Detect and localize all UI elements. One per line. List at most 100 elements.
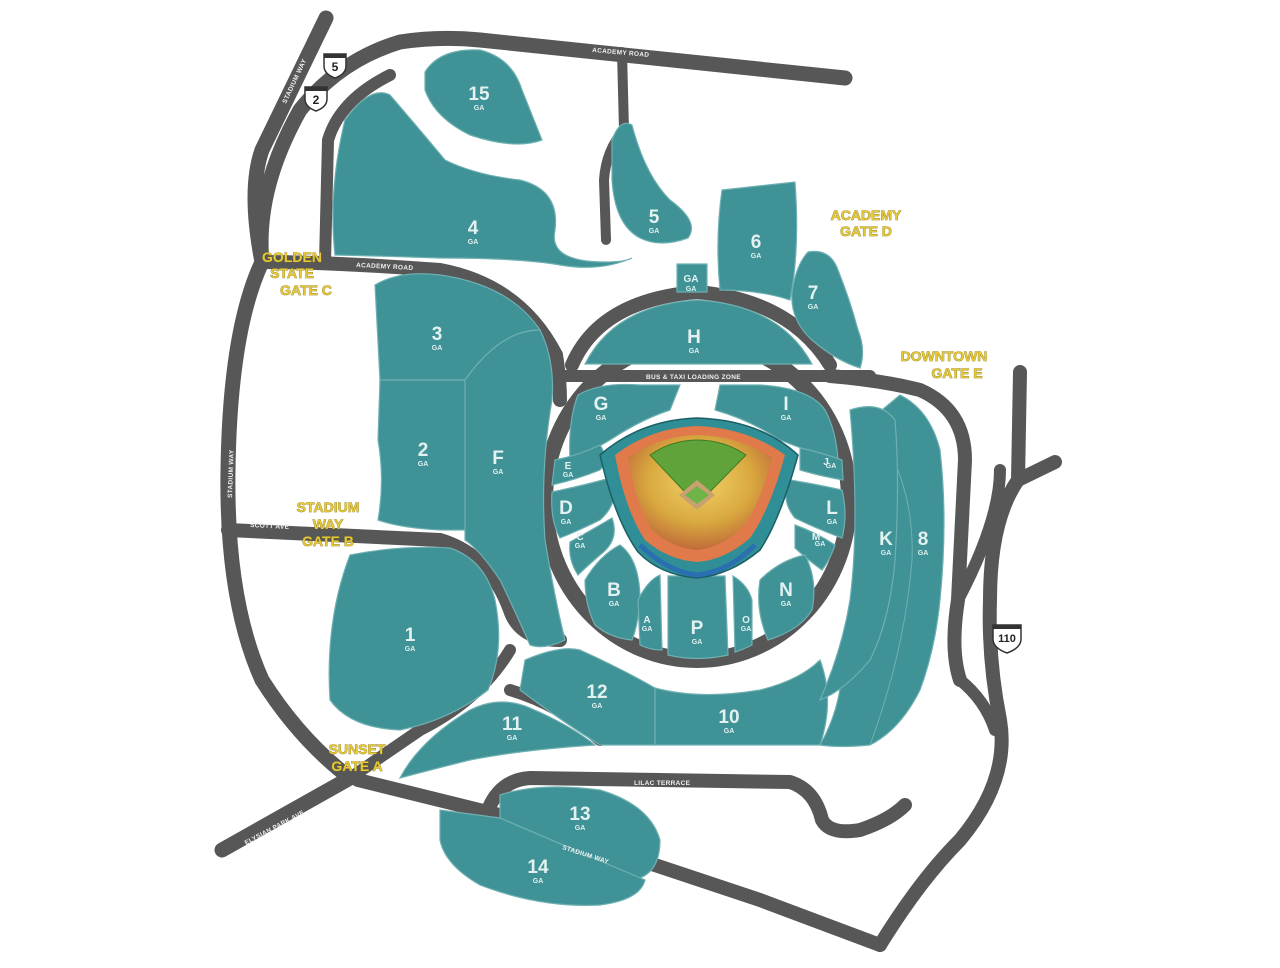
road-lilac-terrace[interactable] (481, 771, 912, 839)
lot-7-area[interactable] (791, 250, 864, 369)
lot-m-sub: GA (815, 541, 826, 548)
lot-15-area[interactable] (424, 49, 543, 145)
road-academy-mid[interactable] (255, 255, 567, 407)
lot-10-area[interactable] (654, 658, 829, 746)
gate-labels: GOLDEN STATE GATE C ACADEMY GATE D DOWNT… (262, 207, 988, 775)
lot-a-sub: GA (642, 626, 653, 633)
road-network (214, 10, 1062, 952)
stadium-field-grass (649, 439, 747, 506)
lot-6-label: 6 (751, 232, 762, 253)
road-label-academy-mid: ACADEMY ROAD (356, 262, 414, 272)
stadium-lower-blue-seats (638, 543, 757, 578)
lot-10-label: 10 (718, 707, 739, 728)
parking-lots (328, 49, 945, 906)
lot-2-label: 2 (418, 440, 429, 461)
lot-p-area[interactable] (667, 575, 729, 660)
lot-15-sub: GA (474, 105, 485, 112)
lot-1-area[interactable] (328, 546, 500, 731)
lot-o-sub: GA (741, 626, 752, 633)
lot-5-area[interactable] (611, 122, 692, 244)
road-label-bus-taxi: BUS & TAXI LOADING ZONE (646, 374, 741, 381)
lot-labels: 15 GA 4 GA 5 GA 6 GA 7 GA GA GA H GA 3 G… (405, 84, 929, 885)
lot-4-sub: GA (468, 239, 479, 246)
lot-o-area[interactable] (732, 574, 753, 653)
lot-m-label: M (812, 532, 820, 543)
lot-j-area[interactable] (799, 447, 844, 481)
lot-11-sub: GA (507, 735, 518, 742)
gate-sunset-line2: GATE A (331, 758, 382, 774)
lot-e-sub: GA (563, 472, 574, 479)
lot-a-label: A (643, 615, 650, 626)
lot-5-label: 5 (649, 207, 660, 228)
lot-10-sub: GA (724, 728, 735, 735)
lot-b-sub: GA (609, 601, 620, 608)
lot-ga-top-area[interactable] (676, 263, 708, 293)
lot-13-label: 13 (569, 804, 590, 825)
gate-downtown[interactable]: DOWNTOWN GATE E (900, 348, 988, 382)
interstate-5-number: 5 (332, 60, 339, 74)
lot-ga-top-label: GA (684, 274, 699, 285)
lot-12-area[interactable] (519, 648, 656, 746)
lot-f-label: F (492, 448, 504, 469)
lot-d-sub: GA (561, 519, 572, 526)
lot-13-area[interactable] (499, 786, 661, 879)
lot-14-sub: GA (533, 878, 544, 885)
lot-2-sub: GA (418, 461, 429, 468)
gate-academy-line2: GATE D (840, 223, 892, 239)
lot-o-label: O (742, 615, 750, 626)
lot-h-label: H (687, 327, 701, 348)
lot-j-label: J (823, 457, 829, 468)
gate-stadium-way[interactable]: STADIUM WAY GATE B (296, 499, 360, 550)
lot-e-label: E (565, 461, 572, 472)
lot-l-area[interactable] (785, 479, 846, 539)
lot-k-label: K (879, 529, 893, 550)
gate-golden-state[interactable]: GOLDEN STATE GATE C (262, 249, 332, 299)
road-east-connector[interactable] (952, 464, 1006, 736)
lot-6-area[interactable] (717, 181, 798, 301)
road-downtown[interactable] (823, 369, 972, 687)
lot-c-area[interactable] (569, 517, 615, 576)
lot-p-label: P (691, 618, 704, 639)
lot-n-label: N (779, 580, 793, 601)
gate-sunset-line1: SUNSET (329, 741, 386, 757)
lot-b-area[interactable] (584, 544, 641, 641)
highway-shields: 5 2 110 (304, 53, 1022, 654)
lot-k-sub: GA (881, 550, 892, 557)
interstate-2-number: 2 (313, 93, 320, 107)
lot-3-label: 3 (432, 324, 443, 345)
lot-g-area[interactable] (569, 383, 681, 461)
lot-i-label: I (783, 394, 788, 415)
lot-c-label: C (576, 532, 583, 543)
lot-d-area[interactable] (551, 477, 615, 539)
lot-l-label: L (826, 498, 838, 519)
lot-13-sub: GA (575, 825, 586, 832)
road-far-east[interactable] (873, 365, 1062, 952)
lot-12-label: 12 (586, 682, 607, 703)
gate-downtown-line2: GATE E (931, 365, 982, 381)
lot-l-sub: GA (827, 519, 838, 526)
road-label-stadium-way-west: STADIUM WAY (227, 449, 236, 498)
lot-4-label: 4 (468, 218, 479, 239)
lot-5-sub: GA (649, 228, 660, 235)
lot-12-sub: GA (592, 703, 603, 710)
gate-golden-state-line2: STATE (270, 265, 314, 281)
lot-f-area[interactable] (464, 329, 566, 648)
road-nw-inner[interactable] (319, 69, 396, 268)
lot-8-sub: GA (918, 550, 929, 557)
lot-11-label: 11 (502, 714, 523, 735)
lot-11-area[interactable] (398, 701, 597, 779)
interstate-2-icon: 2 (304, 86, 328, 112)
lot-a-area[interactable] (637, 574, 663, 651)
lot-p-sub: GA (692, 639, 703, 646)
lot-k-area[interactable] (818, 406, 899, 702)
lot-n-area[interactable] (758, 554, 815, 641)
lot-14-area[interactable] (439, 809, 646, 906)
gate-sunset[interactable]: SUNSET GATE A (328, 741, 386, 775)
lot-4-area[interactable] (332, 92, 633, 268)
road-label-lilac-terrace: LILAC TERRACE (634, 780, 691, 787)
gate-academy[interactable]: ACADEMY GATE D (830, 207, 902, 240)
lot-8-label: 8 (918, 529, 929, 550)
lot-h-area[interactable] (584, 299, 814, 365)
lot-g-sub: GA (596, 415, 607, 422)
lot-7-sub: GA (808, 304, 819, 311)
